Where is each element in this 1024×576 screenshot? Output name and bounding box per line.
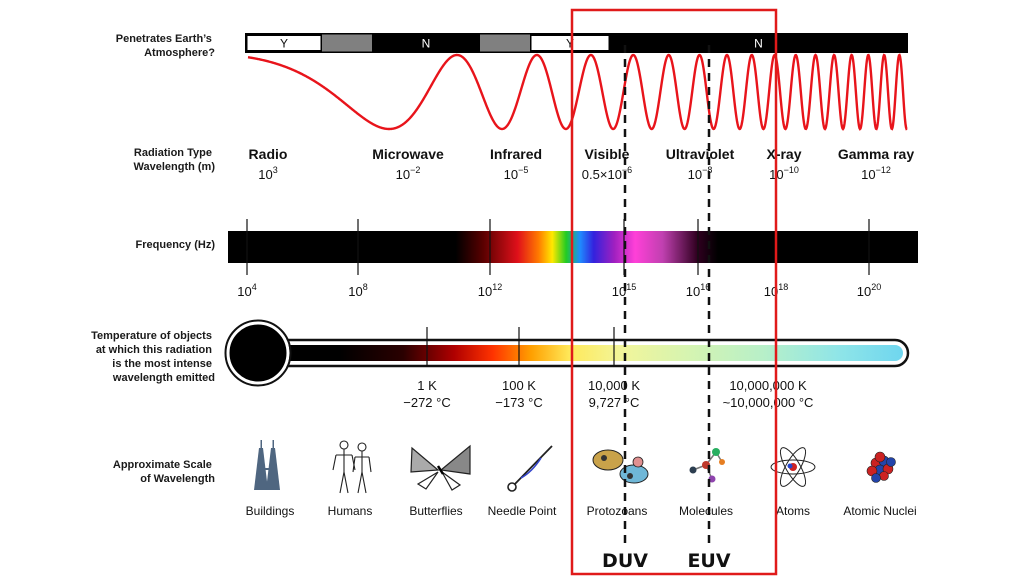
atmosphere-segment	[372, 34, 480, 52]
scale-label: Protozoans	[587, 504, 648, 518]
frequency-tick-label: 1018	[764, 282, 788, 299]
row-label-temperature: Temperature of objects at which this rad…	[91, 330, 215, 384]
frequency-tick-label: 1012	[478, 282, 502, 299]
atmosphere-segment	[247, 36, 321, 50]
temperature-celsius: ~10,000,000 °C	[723, 395, 814, 410]
needle-icon	[507, 445, 553, 492]
frequency-tick-label: 104	[237, 282, 256, 299]
atmosphere-segment-label: Y	[280, 37, 288, 51]
row-label-scale-line: Approximate Scale	[113, 459, 212, 471]
scale-label: Butterflies	[409, 504, 462, 518]
radiation-type-name: Gamma ray	[838, 146, 914, 162]
radiation-wavelength: 10−12	[861, 165, 891, 182]
humans-icon	[332, 440, 372, 494]
protozoan-icon	[592, 449, 649, 484]
radiation-type-name: X-ray	[766, 146, 801, 162]
row-label-temperature-line: Temperature of objects	[91, 330, 212, 342]
thermometer	[224, 319, 910, 387]
scale-label: Humans	[328, 504, 373, 518]
row-label-scale: Approximate Scale of Wavelength	[113, 459, 215, 485]
scale-label: Atomic Nuclei	[843, 504, 916, 518]
frequency-tick-label: 1016	[686, 282, 710, 299]
thermometer-fill	[262, 345, 903, 361]
euv-label: EUV	[687, 550, 730, 572]
radiation-type-name: Visible	[585, 146, 630, 162]
row-label-frequency: Frequency (Hz)	[136, 239, 216, 251]
frequency-ticks: 104 108 1012 1015 1016 1018 1020	[237, 219, 881, 299]
nucleus-icon	[866, 451, 896, 483]
temperature-kelvin: 100 K	[502, 378, 536, 393]
temperature-celsius: −173 °C	[495, 395, 542, 410]
scale-label: Buildings	[246, 504, 295, 518]
radiation-wavelength: 10−8	[688, 165, 713, 182]
scale-labels: Buildings Humans Butterflies Needle Point Pr…	[246, 504, 917, 518]
radiation-wavelength: 10−5	[504, 165, 529, 182]
scale-label: Needle Point	[488, 504, 557, 518]
atmosphere-segment	[610, 34, 907, 52]
atmosphere-segment	[322, 34, 372, 52]
atmosphere-segment-label: Y	[566, 37, 574, 51]
molecule-icon	[689, 448, 725, 483]
radiation-wavelength: 0.5×10−6	[582, 165, 632, 182]
radiation-type-name: Ultraviolet	[666, 146, 735, 162]
scale-icons	[254, 440, 896, 494]
radiation-type-name: Microwave	[372, 146, 444, 162]
atmosphere-segment	[480, 34, 530, 52]
radiation-wavelength: 103	[258, 165, 277, 182]
row-label-radiation: Radiation Type Wavelength (m)	[134, 147, 216, 173]
butterfly-icon	[410, 444, 471, 491]
row-label-scale-line: of Wavelength	[140, 473, 215, 485]
row-label-temperature-line: at which this radiation	[96, 344, 212, 356]
row-label-frequency-line: Frequency (Hz)	[136, 239, 216, 251]
row-label-temperature-line: wavelength emitted	[112, 372, 215, 384]
temperature-kelvin: 10,000 K	[588, 378, 640, 393]
frequency-tick-label: 1020	[857, 282, 881, 299]
temperature-labels: 1 K −272 °C 100 K −173 °C 10,000 K 9,727 °C 10…	[403, 327, 813, 410]
row-label-atmosphere-line: Atmosphere?	[144, 47, 215, 59]
frequency-tick-label: 108	[348, 282, 367, 299]
radiation-type-name: Infrared	[490, 146, 542, 162]
radiation-types: Radio 103 Microwave 10−2 Infrared 10−5 Visible…	[249, 146, 915, 182]
atom-icon	[770, 447, 816, 487]
duv-label: DUV	[602, 550, 648, 572]
thermometer-bulb	[226, 321, 290, 385]
radiation-wavelength: 10−10	[769, 165, 799, 182]
row-label-temperature-line: is the most intense	[112, 358, 212, 370]
temperature-kelvin: 10,000,000 K	[729, 378, 807, 393]
radiation-type-name: Radio	[249, 146, 288, 162]
scale-label: Atoms	[776, 504, 810, 518]
temperature-celsius: −272 °C	[403, 395, 450, 410]
thermometer-bulb-outline	[224, 319, 292, 387]
row-label-radiation-line: Radiation Type	[134, 147, 212, 159]
frequency-tick-label: 1015	[612, 282, 636, 299]
wave-line	[247, 53, 908, 131]
atmosphere-segment-label: N	[754, 37, 763, 51]
scale-label: Molecules	[679, 504, 733, 518]
highlight-box	[570, 8, 778, 576]
row-label-atmosphere: Penetrates Earth’s Atmosphere?	[116, 33, 216, 59]
buildings-icon	[254, 440, 280, 490]
atmosphere-segment	[531, 36, 609, 50]
atmosphere-segment-label: N	[422, 37, 431, 51]
row-label-atmosphere-line: Penetrates Earth’s	[116, 33, 212, 45]
temperature-kelvin: 1 K	[417, 378, 437, 393]
radiation-wavelength: 10−2	[396, 165, 421, 182]
row-label-radiation-line: Wavelength (m)	[134, 161, 216, 173]
temperature-celsius: 9,727 °C	[589, 395, 640, 410]
